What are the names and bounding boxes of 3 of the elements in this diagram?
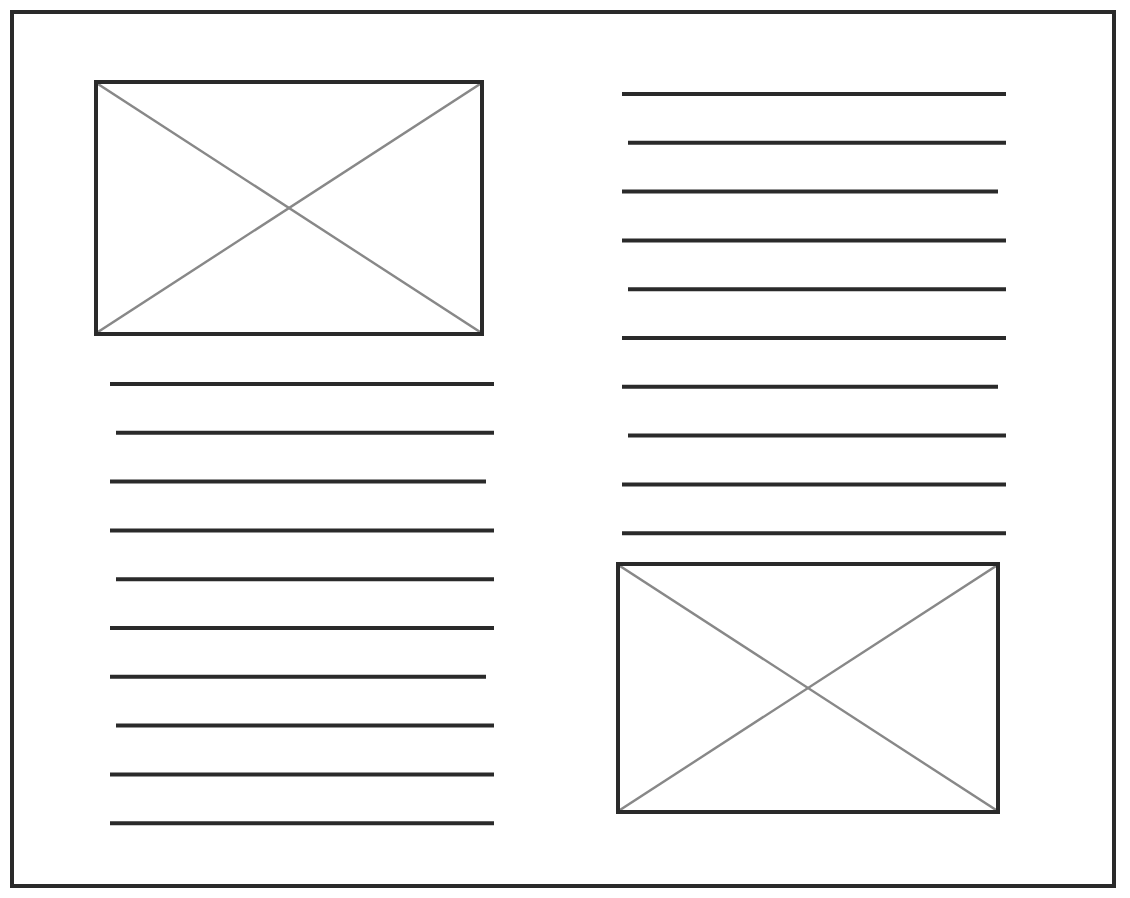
image-placeholder (94, 80, 484, 336)
page-frame (10, 10, 1116, 888)
image-placeholder (616, 562, 1000, 814)
